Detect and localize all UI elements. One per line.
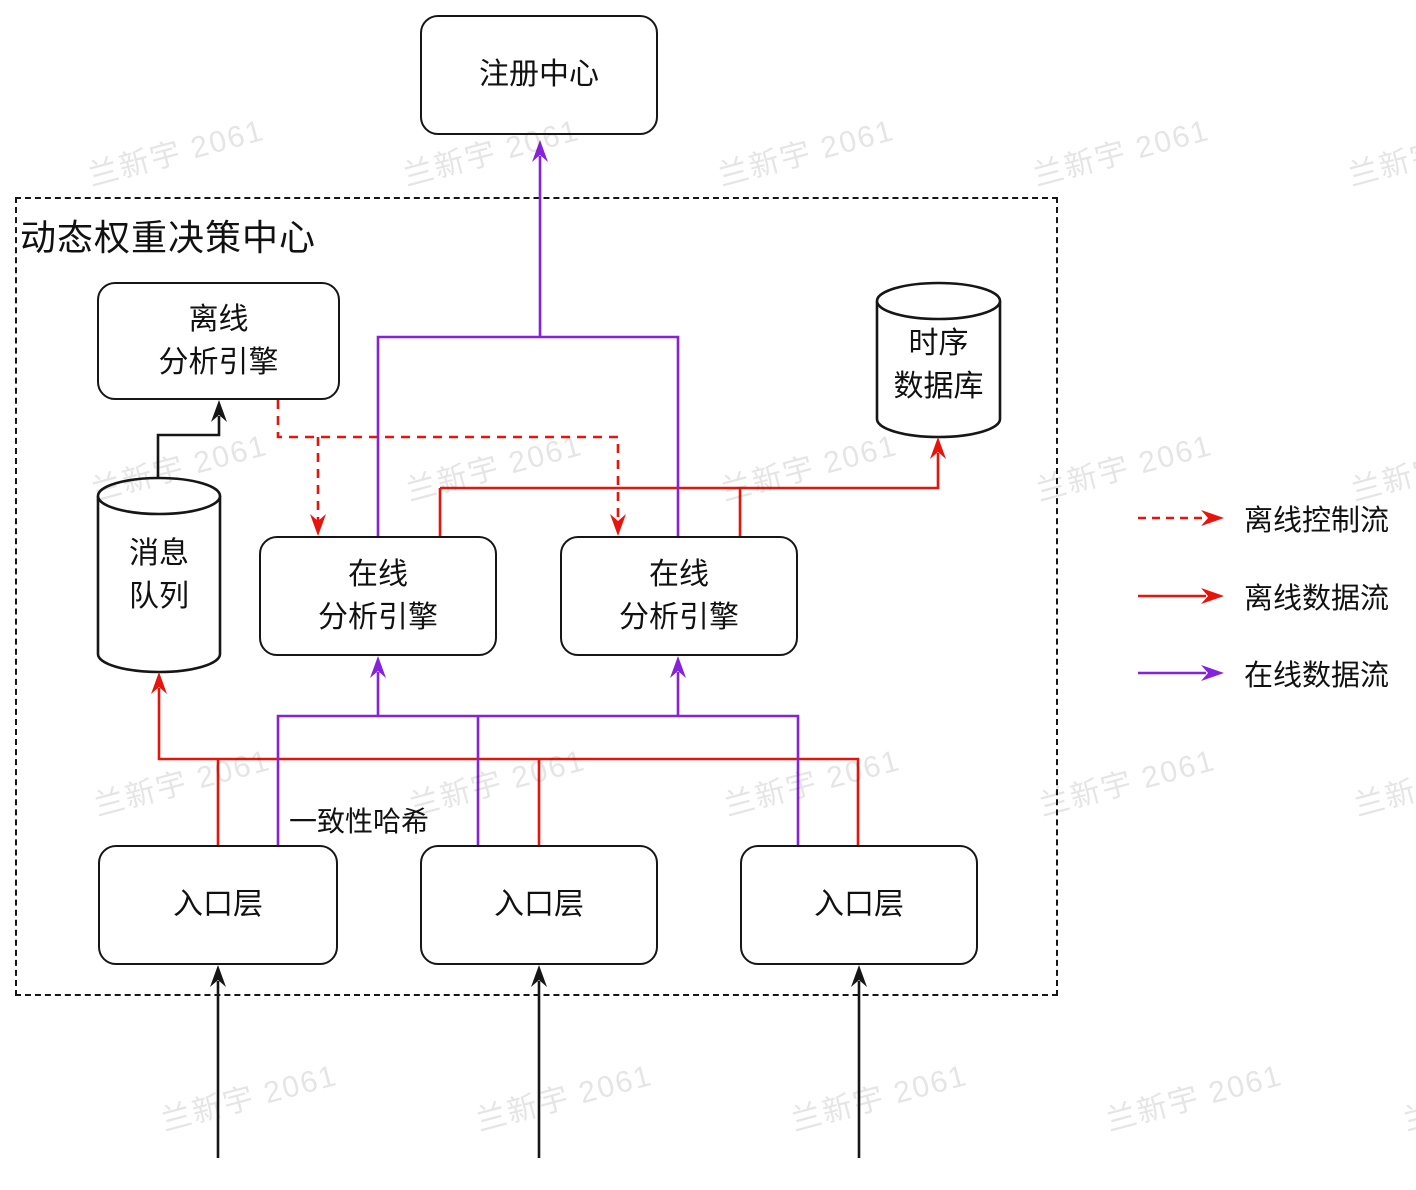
offline-control-flow-lines	[276, 400, 620, 522]
offline-data-flow-lines	[157, 453, 940, 845]
legend-label: 离线控制流	[1244, 505, 1390, 537]
entries-to-engines-bus	[276, 672, 800, 845]
legend-item-online-data: 在线数据流	[1138, 658, 1389, 692]
decision-center-container	[15, 197, 1058, 996]
online-data-flow-lines	[276, 156, 800, 845]
node-online-analysis-engine-left: 在线 分析引擎	[259, 536, 497, 656]
legend-dashed-arrow-icon	[1138, 510, 1224, 526]
node-entry-layer-left: 入口层	[98, 845, 338, 965]
node-online-analysis-engine-right: 在线 分析引擎	[560, 536, 798, 656]
offline-data-arrowheads	[151, 437, 946, 694]
legend-label: 离线数据流	[1244, 583, 1390, 615]
legend-red-arrow-icon	[1138, 588, 1224, 604]
legend-label: 在线数据流	[1244, 660, 1390, 692]
tsdb-cylinder-shape	[875, 281, 1002, 439]
offline-to-engines-dashed	[276, 400, 620, 522]
node-tsdb-label: 时序 数据库	[893, 326, 984, 404]
black-arrowheads	[210, 400, 867, 987]
node-registry-center: 注册中心	[420, 15, 658, 135]
node-mq-label: 消息 队列	[129, 536, 189, 614]
legend-item-offline-data: 离线数据流	[1138, 581, 1389, 615]
node-offline-analysis-engine: 离线 分析引擎	[97, 282, 340, 400]
legend-purple-arrow-icon	[1138, 665, 1224, 681]
mq-cylinder-shape	[96, 476, 222, 674]
engines-to-tsdb-bus	[438, 453, 940, 536]
entries-to-mq-bus	[157, 688, 860, 845]
online-data-arrowheads	[370, 140, 686, 678]
node-entry-layer-right: 入口层	[740, 845, 978, 965]
mq-to-offline-line	[156, 416, 221, 478]
offline-control-arrowheads	[310, 514, 626, 536]
black-structure-lines	[156, 416, 861, 1158]
decision-center-title: 动态权重决策中心	[20, 217, 317, 258]
engines-to-registry	[376, 156, 680, 536]
consistent-hash-label: 一致性哈希	[289, 806, 430, 837]
legend-item-offline-control: 离线控制流	[1138, 503, 1389, 537]
node-entry-layer-mid: 入口层	[420, 845, 658, 965]
